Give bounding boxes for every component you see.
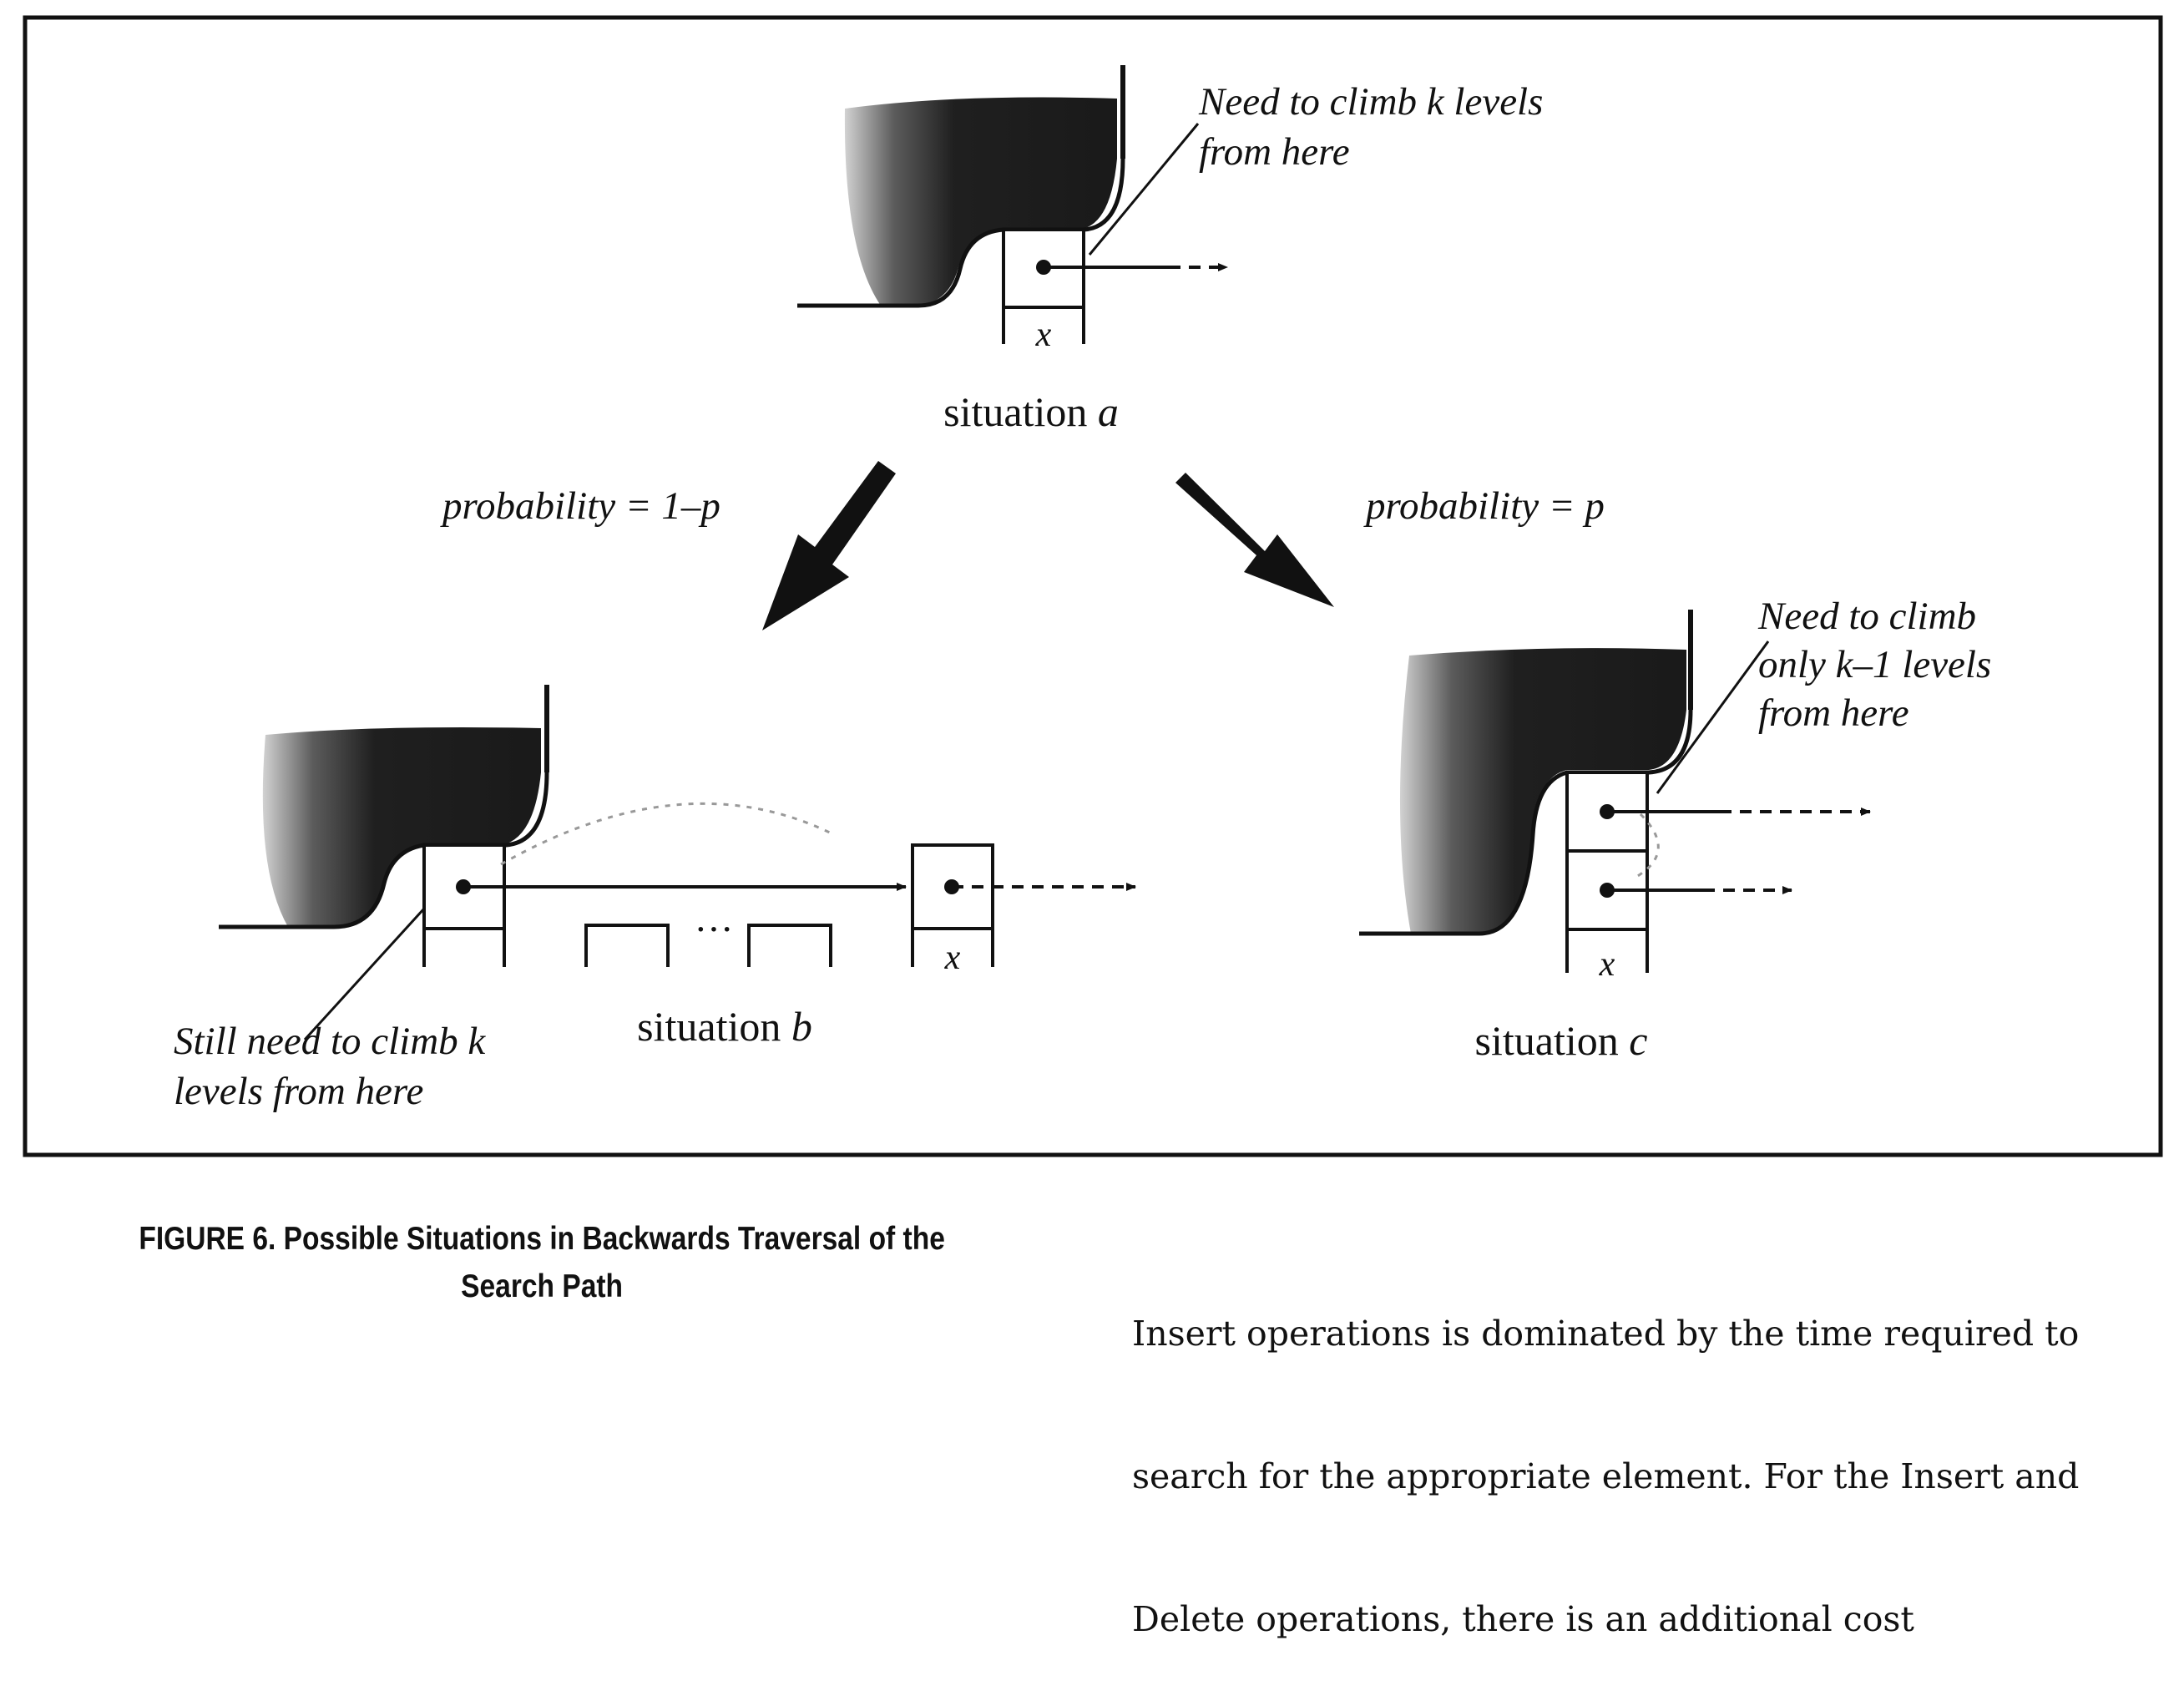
situation-b-note-line1: Still need to climb k — [174, 1020, 486, 1063]
situation-b-caption: situation b — [637, 1003, 812, 1050]
situation-a-prefix: situation — [943, 388, 1098, 435]
situation-b-mid-node-2 — [747, 924, 832, 967]
situation-b-mid-node-1 — [584, 924, 670, 967]
situation-a-tower-shading — [844, 97, 1117, 306]
figure-caption: FIGURE 6. Possible Situations in Backwar… — [50, 1215, 1034, 1310]
situation-b-ellipsis: ··· — [695, 908, 734, 951]
situation-c-callout-line — [1656, 640, 1770, 794]
situation-b-group: ··· x Still need to climb k levels from … — [174, 685, 1136, 1113]
situation-c-tower-curve — [1359, 709, 1693, 936]
branch-right-label-var: p — [1582, 484, 1605, 528]
situation-b-note: Still need to climb k levels from here — [174, 1020, 495, 1113]
branch-left-label-minus: – — [680, 484, 701, 528]
situation-c-prefix: situation — [1475, 1017, 1630, 1064]
situation-b-dashed-arc — [500, 802, 836, 866]
situation-b-callout-line — [303, 907, 426, 1041]
situation-a-caption: situation a — [943, 388, 1119, 435]
body-paragraph: Insert operations is dominated by the ti… — [1132, 1215, 2159, 1691]
situation-c-node-label: x — [1599, 945, 1615, 984]
situation-c-note-line3: from here — [1758, 691, 1909, 735]
situation-c-note-line2: only k–1 levels — [1758, 643, 1991, 686]
branch-right-label-prefix: probability = — [1363, 484, 1585, 528]
branch-right-label: probability = p — [1363, 484, 1605, 528]
branch-left: probability = 1–p — [440, 461, 896, 630]
situation-a-note-line1: Need to climb k levels — [1198, 80, 1543, 124]
branch-left-label-prefix: probability = 1 — [440, 484, 681, 528]
situation-c-dashed-link — [1635, 813, 1660, 878]
situation-c-caption: situation c — [1475, 1017, 1648, 1064]
figure-6-diagram: x Need to climb k levels from here situa… — [23, 15, 2163, 1157]
situation-c-letter: c — [1629, 1017, 1647, 1064]
situation-b-letter: b — [791, 1003, 812, 1050]
branch-left-label-var: p — [698, 484, 720, 528]
situation-a-tower-curve — [797, 158, 1125, 308]
situation-b-note-line2: levels from here — [174, 1070, 423, 1113]
figure-frame — [23, 15, 2163, 1157]
situation-c-tower-shading — [1399, 648, 1686, 934]
branch-left-arrow — [762, 461, 896, 630]
situation-b-node-label: x — [944, 939, 961, 977]
situation-c-note-line1: Need to climb — [1757, 595, 1976, 638]
situation-a-node-label: x — [1035, 316, 1052, 354]
situation-a-note: Need to climb k levels from here — [1198, 80, 1553, 174]
situation-b-tower-curve — [219, 772, 549, 929]
body-line-2: search for the appropriate element. For … — [1132, 1456, 2080, 1496]
situation-c-note: Need to climb only k–1 levels from here — [1757, 595, 2001, 735]
situation-a-note-line2: from here — [1199, 130, 1350, 174]
situation-b-tower-shading — [262, 727, 541, 927]
figure-caption-line1: FIGURE 6. Possible Situations in Backwar… — [139, 1221, 945, 1257]
situation-a-group: x Need to climb k levels from here situa… — [797, 65, 1553, 435]
situation-a-callout-line — [1088, 123, 1200, 256]
figure-caption-line2: Search Path — [461, 1268, 624, 1304]
branch-right: probability = p — [1175, 473, 1605, 607]
situation-c-group: x Need to climb only k–1 levels from her… — [1359, 595, 2001, 1064]
branch-left-label: probability = 1–p — [440, 484, 720, 528]
body-line-3: Delete operations, there is an additiona… — [1132, 1599, 1914, 1639]
branch-right-arrow — [1175, 473, 1334, 607]
situation-b-prefix: situation — [637, 1003, 791, 1050]
situation-a-letter: a — [1098, 388, 1119, 435]
